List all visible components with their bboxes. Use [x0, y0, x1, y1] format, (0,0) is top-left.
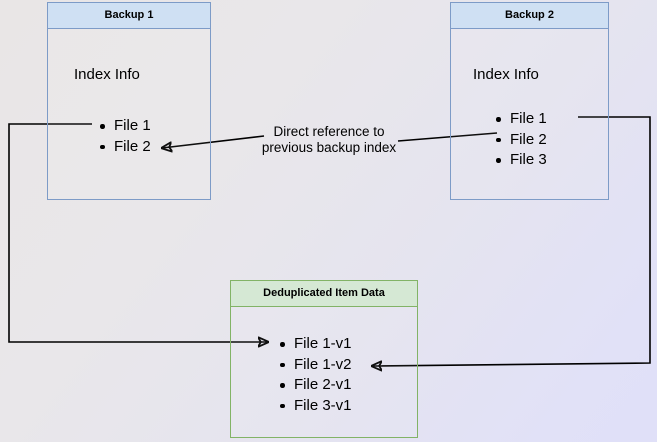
list-item: File 3 [496, 150, 547, 171]
edge-label-direct-reference: Direct reference to previous backup inde… [261, 124, 397, 155]
list-item: File 1-v2 [280, 355, 352, 376]
backup-2-file-list: File 1 File 2 File 3 [496, 109, 547, 171]
list-item: File 1-v1 [280, 334, 352, 355]
node-backup-2[interactable]: Backup 2 Index Info File 1 File 2 File 3 [450, 2, 609, 200]
node-deduplicated-item-data-body: File 1-v1 File 1-v2 File 2-v1 File 3-v1 [231, 307, 417, 437]
list-item: File 1 [100, 116, 151, 137]
node-deduplicated-item-data[interactable]: Deduplicated Item Data File 1-v1 File 1-… [230, 280, 418, 438]
deduplicated-item-list: File 1-v1 File 1-v2 File 2-v1 File 3-v1 [280, 334, 352, 416]
node-backup-2-body: Index Info File 1 File 2 File 3 [451, 29, 608, 199]
node-deduplicated-item-data-title: Deduplicated Item Data [231, 281, 417, 307]
node-backup-1[interactable]: Backup 1 Index Info File 1 File 2 [47, 2, 211, 200]
node-backup-1-title: Backup 1 [48, 3, 210, 29]
list-item: File 2 [100, 137, 151, 158]
list-item: File 3-v1 [280, 396, 352, 417]
node-backup-2-title: Backup 2 [451, 3, 608, 29]
list-item: File 2 [496, 130, 547, 151]
backup-2-index-info-label: Index Info [473, 66, 539, 83]
node-backup-1-body: Index Info File 1 File 2 [48, 29, 210, 199]
backup-1-file-list: File 1 File 2 [100, 116, 151, 157]
backup-1-index-info-label: Index Info [74, 66, 140, 83]
list-item: File 2-v1 [280, 375, 352, 396]
list-item: File 1 [496, 109, 547, 130]
